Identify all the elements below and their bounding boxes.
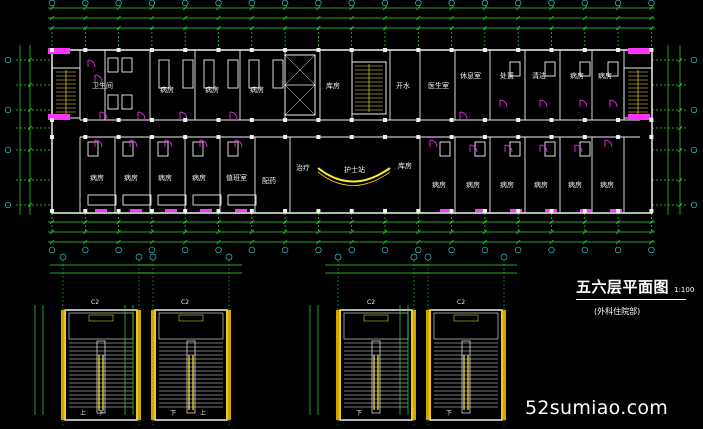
room-label-treatment: 治疗 — [296, 163, 310, 172]
stair-up-label: 上 — [200, 409, 206, 417]
room-label-ward: 病房 — [534, 180, 548, 189]
main-floor-plan: 病房 病房 病房 库房 开水 医生室 休息室 处置 清洁 病房 病房 卫生间 病… — [48, 48, 654, 214]
room-label-nurse-station: 护士站 — [344, 165, 365, 174]
room-label-dispensary: 配药 — [262, 176, 276, 185]
watermark: 52sumiao.com — [525, 397, 669, 419]
room-label-ward: 病房 — [160, 85, 174, 94]
room-label-office: 医生室 — [428, 81, 449, 90]
stair-label: C2 — [457, 299, 465, 306]
room-label-ward: 病房 — [205, 85, 219, 94]
stair-up-label: 上 — [80, 409, 86, 417]
stair-down-label: 下 — [356, 410, 362, 417]
stair-down-label: 下 — [446, 410, 452, 417]
drawing-title: 五六层平面图 — [576, 278, 670, 296]
room-label-ward: 病房 — [600, 180, 614, 189]
room-label-ward: 病房 — [466, 180, 480, 189]
room-label-storage: 库房 — [326, 81, 340, 90]
room-label-cleaning: 清洁 — [532, 71, 546, 80]
room-label-duty: 值班室 — [226, 173, 247, 182]
dimension-lines — [16, 5, 688, 245]
stair-label: C2 — [91, 299, 99, 306]
axis-grid-bubbles — [4, 0, 698, 254]
stair-down-label: 下 — [170, 410, 176, 417]
drawing-subtitle: (外科住院部) — [594, 307, 641, 316]
stair-label: C2 — [181, 299, 189, 306]
room-label-ward: 病房 — [124, 173, 138, 182]
drawing-title-block: 五六层平面图 1:100 (外科住院部) — [576, 276, 694, 317]
room-label-ward: 病房 — [570, 71, 584, 80]
stair-down-label: 下 — [98, 410, 104, 417]
room-label-toilet: 卫生间 — [92, 81, 113, 90]
room-label-ward: 病房 — [432, 180, 446, 189]
room-label-storage: 库房 — [398, 161, 412, 170]
room-label-lounge: 休息室 — [460, 71, 481, 80]
stair-label: C2 — [367, 299, 375, 306]
room-label-water: 开水 — [396, 81, 410, 90]
room-label-disposal: 处置 — [500, 71, 514, 80]
room-label-ward: 病房 — [192, 173, 206, 182]
drawing-scale: 1:100 — [674, 286, 695, 294]
room-label-ward: 病房 — [158, 173, 172, 182]
room-label-ward: 病房 — [598, 71, 612, 80]
room-label-ward: 病房 — [568, 180, 582, 189]
room-label-ward: 病房 — [250, 85, 264, 94]
room-label-ward: 病房 — [90, 173, 104, 182]
room-label-ward: 病房 — [500, 180, 514, 189]
stair-detail-plans — [34, 253, 517, 425]
